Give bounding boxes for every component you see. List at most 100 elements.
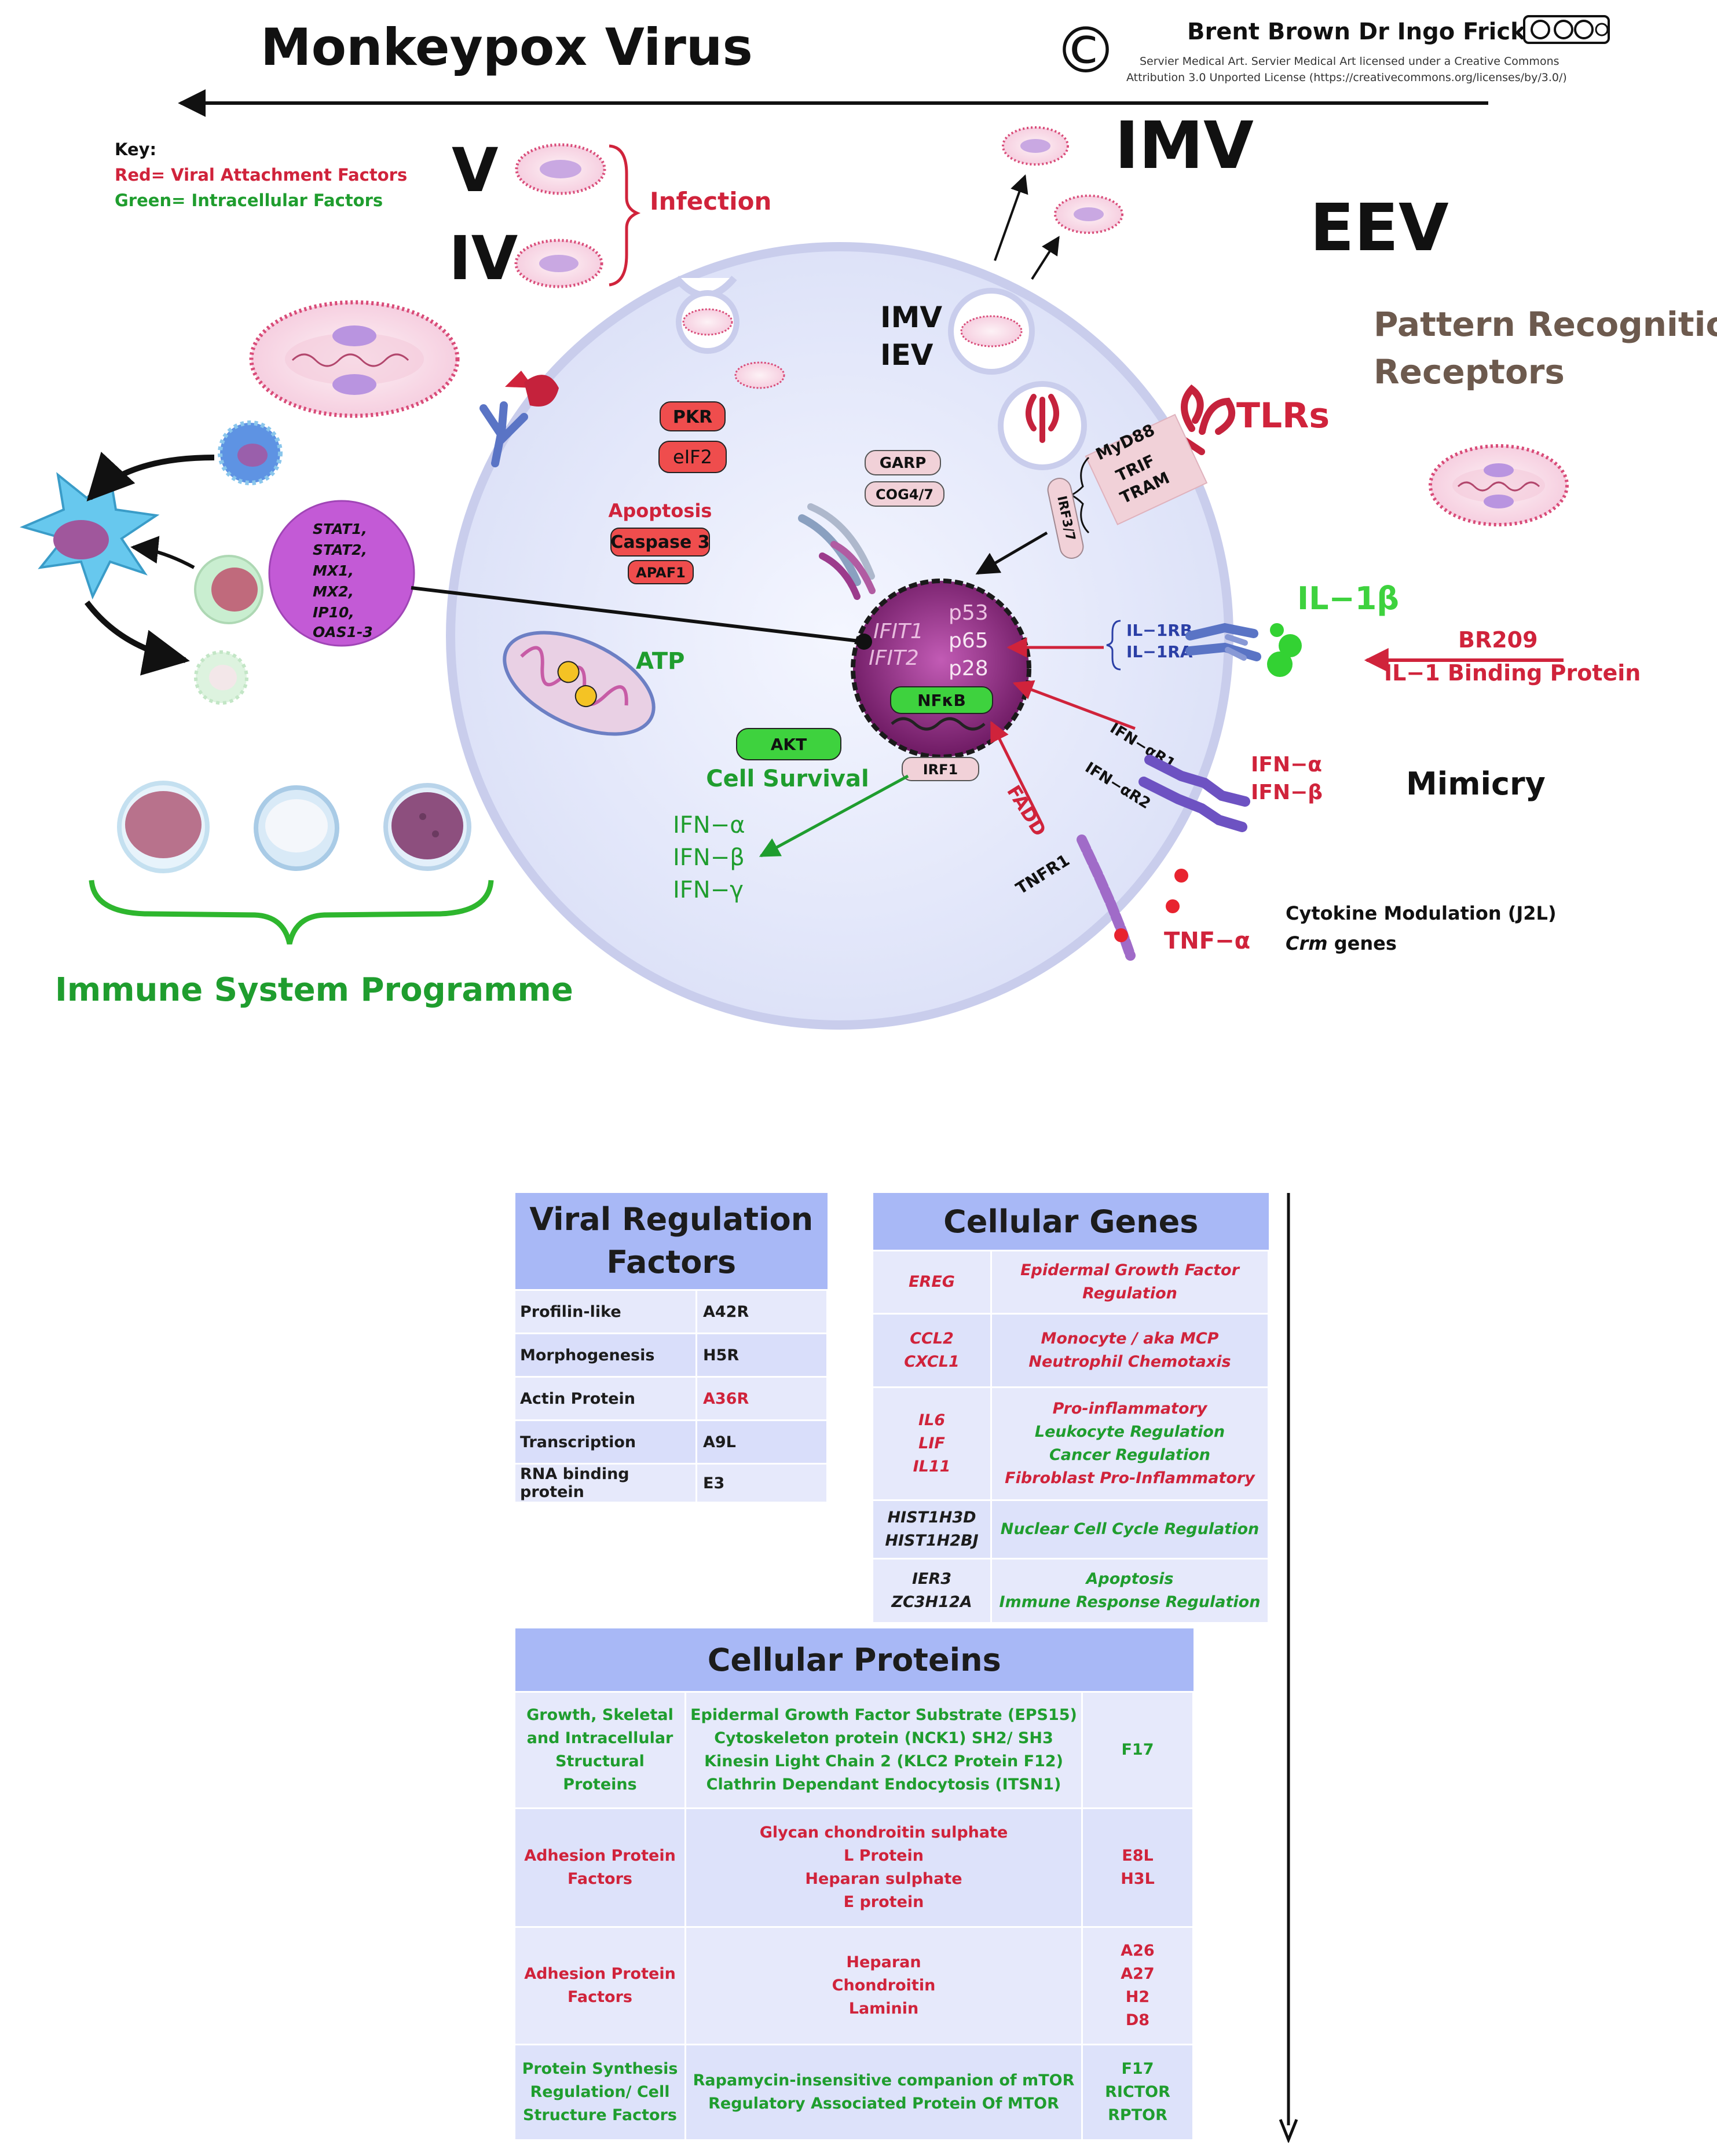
vrf-name: Actin Protein	[515, 1376, 697, 1421]
il1b-ligand	[1267, 623, 1302, 677]
license-line-2: Attribution 3.0 Unported License (https:…	[1126, 71, 1567, 84]
label-p53: p53	[949, 601, 989, 625]
caspase3-box	[610, 528, 710, 557]
label-prr-2: Receptors	[1374, 352, 1565, 391]
irf1-box	[902, 757, 979, 781]
protein-category-line: Structural Proteins	[555, 1752, 645, 1793]
arrow-irf1-to-ifn	[759, 774, 909, 858]
gene-symbol: IL11	[913, 1458, 951, 1476]
label-prr-1: Pattern Recognition	[1374, 305, 1717, 344]
gene-symbol: ZC3H12A	[891, 1593, 972, 1611]
protein-item: Laminin	[848, 2000, 919, 2018]
immune-cell-middle	[194, 555, 263, 624]
endosome-iev	[948, 288, 1035, 375]
vrf-name: Profilin-like	[515, 1289, 697, 1334]
gene-function: Pro-inflammatory	[1052, 1400, 1207, 1418]
protein-category-line: Growth, Skeletal	[526, 1706, 673, 1724]
virion-iv	[514, 239, 603, 288]
gene-function: Nuclear Cell Cycle Regulation	[1000, 1520, 1260, 1538]
vrf-name: RNA binding protein	[515, 1463, 697, 1502]
immune-cell-row-2	[254, 785, 339, 871]
protein-item: Regulatory Associated Protein Of MTOR	[708, 2095, 1059, 2113]
label-mimicry: Mimicry	[1406, 766, 1546, 802]
label-ifn-b: IFN−β	[1251, 781, 1323, 804]
cellular-genes-title: Cellular Genes	[873, 1193, 1269, 1251]
protein-gene: E8L	[1122, 1847, 1154, 1865]
gene-symbol: LIF	[918, 1434, 945, 1452]
label-ifn-a-output: IFN−α	[673, 812, 745, 839]
protein-item: Cytoskeleton protein (NCK1) SH2/ SH3	[714, 1729, 1053, 1747]
monkeypox-diagram: Monkeypox Virus © Brent Brown Dr Ingo Fr…	[20, 13, 1717, 1030]
connector-dot	[856, 634, 872, 650]
protein-gene: F17	[1121, 1741, 1154, 1759]
golgi-apparatus	[798, 503, 876, 600]
stat-gene: IP10,	[313, 604, 354, 621]
license-line-1: Servier Medical Art. Servier Medical Art…	[1140, 55, 1559, 68]
gene-function: Leukocyte Regulation	[1034, 1423, 1225, 1441]
gene-function: Monocyte / aka MCP	[1041, 1330, 1219, 1348]
protein-category-line: and Intracellular	[526, 1729, 673, 1747]
arrow-ifnar-to-nucleus	[1012, 680, 1136, 730]
protein-gene: A26	[1121, 1942, 1155, 1960]
label-crm-genes: Crm genes	[1286, 932, 1397, 954]
protein-item: Heparan	[846, 1953, 921, 1971]
protein-category-line: Factors	[568, 1988, 632, 2006]
nfkb-box	[890, 686, 993, 714]
cog47-box	[865, 481, 944, 507]
immune-programme-brace	[89, 880, 494, 945]
protein-category-line: Adhesion Protein	[524, 1965, 676, 1983]
garp-box	[865, 450, 941, 475]
label-il1ra: IL−1RA	[1126, 642, 1193, 661]
stat-gene-circle	[268, 500, 415, 647]
dendritic-cell	[20, 472, 160, 600]
label-iv: IV	[449, 223, 518, 294]
protein-items: Epidermal Growth Factor Substrate (EPS15…	[685, 1691, 1083, 1809]
authors: Brent Brown Dr Ingo Fricke	[1187, 19, 1541, 45]
label-ifn-a: IFN−α	[1251, 753, 1322, 777]
arrow-fadd-to-nucleus	[990, 720, 1044, 826]
endosome-upper-left	[676, 290, 739, 354]
gene-symbol: HIST1H3D	[887, 1509, 976, 1527]
label-apoptosis: Apoptosis	[609, 500, 712, 522]
label-nfkb: NFκB	[917, 691, 966, 710]
vrf-gene: A36R	[696, 1376, 828, 1421]
stat-gene: STAT2,	[313, 541, 367, 558]
label-irf1: IRF1	[923, 762, 958, 778]
irf37-pill	[1047, 478, 1084, 559]
label-akt: AKT	[771, 735, 807, 754]
gene-symbol: EREG	[909, 1273, 955, 1291]
label-cog47: COG4/7	[876, 486, 933, 503]
arrow-to-dendritic-top	[86, 452, 215, 502]
gene-symbol: IL6	[918, 1411, 946, 1429]
label-cytokine-modulation: Cytokine Modulation (J2L)	[1286, 902, 1557, 924]
label-pkr: PKR	[673, 407, 712, 427]
label-garp: GARP	[880, 455, 927, 472]
gene-symbol: CXCL1	[904, 1353, 960, 1371]
label-p28: p28	[949, 657, 989, 680]
label-apaf1: APAF1	[636, 565, 686, 581]
cc-license-badge	[1523, 15, 1610, 44]
stat-gene: STAT1,	[313, 521, 367, 537]
key-heading: Key:	[115, 140, 156, 159]
vrf-gene: A42R	[696, 1289, 828, 1334]
